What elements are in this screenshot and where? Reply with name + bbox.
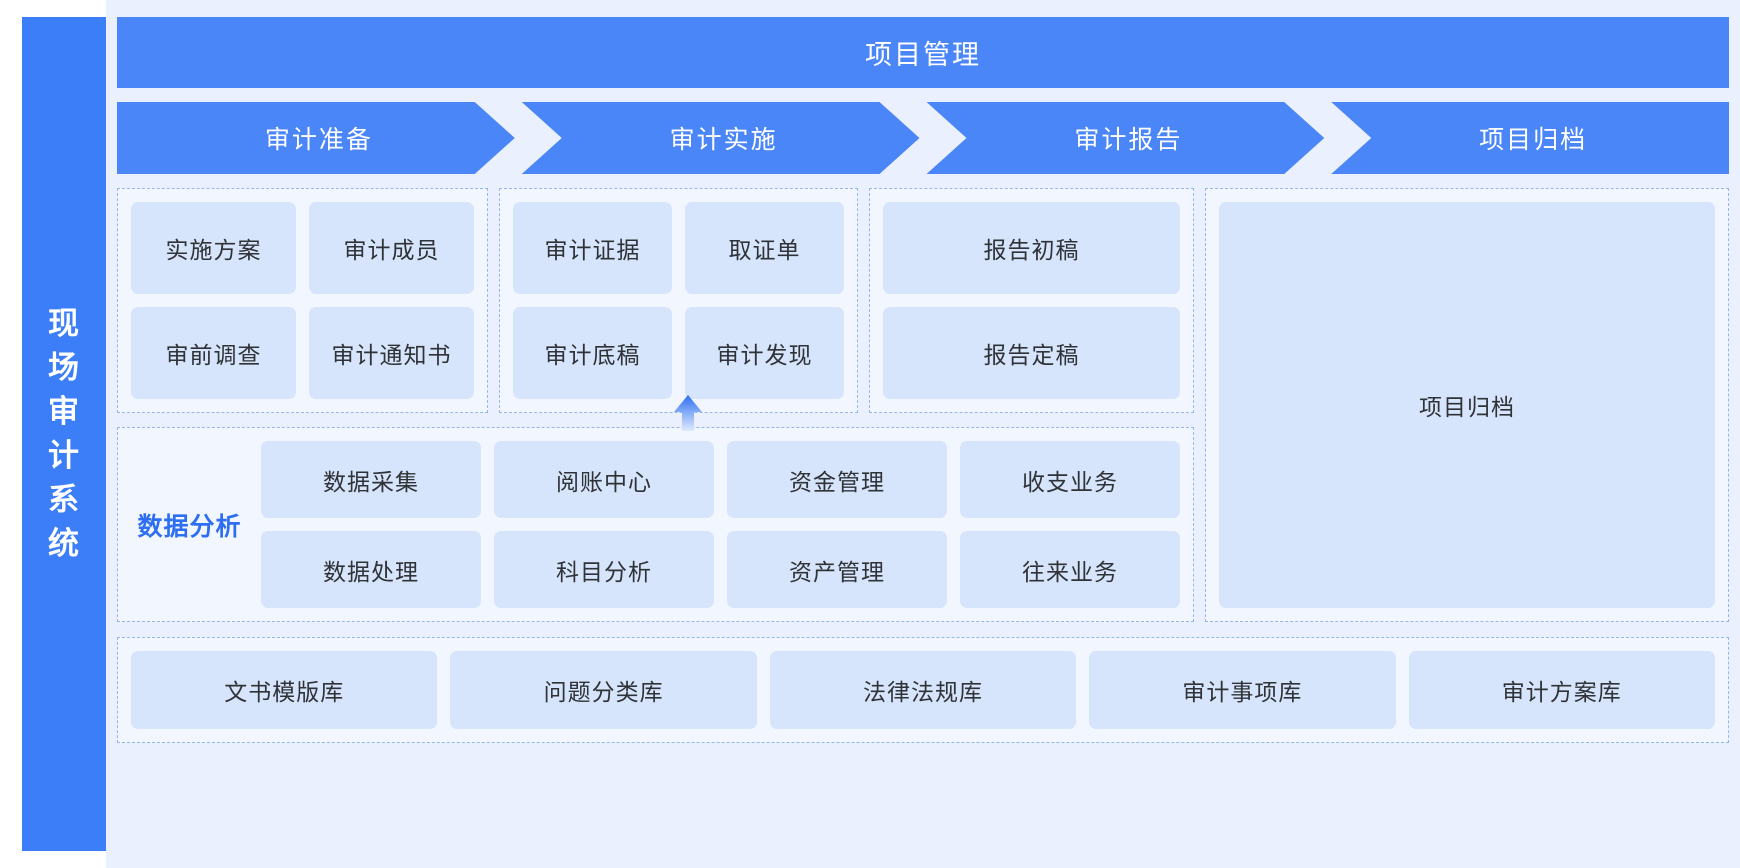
stage-label: 项目归档 bbox=[1479, 126, 1588, 154]
tile-audit-notice[interactable]: 审计通知书 bbox=[309, 307, 474, 399]
group-audit-implementation: 审计证据 取证单 审计底稿 审计发现 bbox=[499, 188, 858, 413]
tile-revenue-expenditure[interactable]: 收支业务 bbox=[960, 441, 1180, 518]
tile-audit-evidence[interactable]: 审计证据 bbox=[513, 202, 672, 294]
tile-audit-working-paper[interactable]: 审计底稿 bbox=[513, 307, 672, 399]
stage-audit-implementation[interactable]: 审计实施 bbox=[522, 102, 920, 174]
project-management-banner[interactable]: 项目管理 bbox=[117, 17, 1729, 88]
tile-data-collection[interactable]: 数据采集 bbox=[261, 441, 481, 518]
data-analysis-label-cell: 数据分析 bbox=[118, 441, 261, 608]
stage-audit-report[interactable]: 审计报告 bbox=[927, 102, 1325, 174]
tile-laws-regulations-library[interactable]: 法律法规库 bbox=[769, 651, 1077, 729]
phases-and-analysis-column: 实施方案 审计成员 审前调查 审计通知书 审计证据 取证单 审计底稿 审计发现 bbox=[117, 188, 1194, 622]
data-analysis-label: 数据分析 bbox=[137, 512, 242, 541]
up-arrow-icon bbox=[674, 395, 702, 431]
tile-audit-items-library[interactable]: 审计事项库 bbox=[1089, 651, 1396, 729]
phase-row: 实施方案 审计成员 审前调查 审计通知书 审计证据 取证单 审计底稿 审计发现 bbox=[117, 188, 1194, 413]
tile-account-analysis[interactable]: 科目分析 bbox=[494, 531, 714, 608]
project-management-label: 项目管理 bbox=[865, 40, 981, 70]
tile-audit-findings[interactable]: 审计发现 bbox=[685, 307, 844, 399]
group-knowledge-libraries: 文书模版库 问题分类库 法律法规库 审计事项库 审计方案库 bbox=[117, 637, 1729, 743]
tile-pre-audit-survey[interactable]: 审前调查 bbox=[131, 307, 296, 399]
tile-current-account-business[interactable]: 往来业务 bbox=[960, 531, 1180, 608]
preparation-tile-grid: 实施方案 审计成员 审前调查 审计通知书 bbox=[131, 202, 474, 399]
stage-label: 审计实施 bbox=[669, 126, 778, 154]
tile-fund-management[interactable]: 资金管理 bbox=[727, 441, 947, 518]
tile-audit-members[interactable]: 审计成员 bbox=[309, 202, 474, 294]
stage-project-archive[interactable]: 项目归档 bbox=[1331, 102, 1729, 174]
tile-ledger-review-center[interactable]: 阅账中心 bbox=[494, 441, 714, 518]
group-audit-report: 报告初稿 报告定稿 bbox=[869, 188, 1194, 413]
tile-report-draft[interactable]: 报告初稿 bbox=[883, 202, 1180, 294]
stage-label: 审计准备 bbox=[264, 126, 373, 154]
brand-rail: 现场审计系统 bbox=[22, 17, 106, 851]
middle-area: 实施方案 审计成员 审前调查 审计通知书 审计证据 取证单 审计底稿 审计发现 bbox=[117, 188, 1729, 622]
main-panel: 项目管理 审计准备 审计实施 审计报告 项目归档 bbox=[106, 0, 1740, 868]
stage-audit-preparation[interactable]: 审计准备 bbox=[117, 102, 515, 174]
tile-evidence-form[interactable]: 取证单 bbox=[685, 202, 844, 294]
tile-issue-classification-library[interactable]: 问题分类库 bbox=[450, 651, 757, 729]
tile-document-template-library[interactable]: 文书模版库 bbox=[131, 651, 438, 729]
implementation-tile-grid: 审计证据 取证单 审计底稿 审计发现 bbox=[513, 202, 844, 399]
data-analysis-tile-grid: 数据采集 阅账中心 资金管理 收支业务 数据处理 科目分析 资产管理 往来业务 bbox=[261, 441, 1180, 608]
brand-title: 现场审计系统 bbox=[48, 305, 80, 562]
group-data-analysis: 数据分析 数据采集 阅账中心 资金管理 收支业务 数据处理 科目分析 资产管理 … bbox=[117, 395, 1194, 622]
stage-chevron-strip: 审计准备 审计实施 审计报告 项目归档 bbox=[117, 102, 1729, 174]
tile-implementation-plan[interactable]: 实施方案 bbox=[131, 202, 296, 294]
tile-audit-plan-library[interactable]: 审计方案库 bbox=[1408, 651, 1715, 729]
tile-project-archive[interactable]: 项目归档 bbox=[1219, 202, 1715, 608]
stage-label: 审计报告 bbox=[1074, 126, 1183, 154]
tile-data-processing[interactable]: 数据处理 bbox=[261, 531, 481, 608]
tile-report-final[interactable]: 报告定稿 bbox=[883, 307, 1180, 399]
tile-asset-management[interactable]: 资产管理 bbox=[727, 531, 947, 608]
group-project-archive: 项目归档 bbox=[1205, 188, 1729, 622]
group-audit-preparation: 实施方案 审计成员 审前调查 审计通知书 bbox=[117, 188, 488, 413]
report-tile-grid: 报告初稿 报告定稿 bbox=[883, 202, 1180, 399]
